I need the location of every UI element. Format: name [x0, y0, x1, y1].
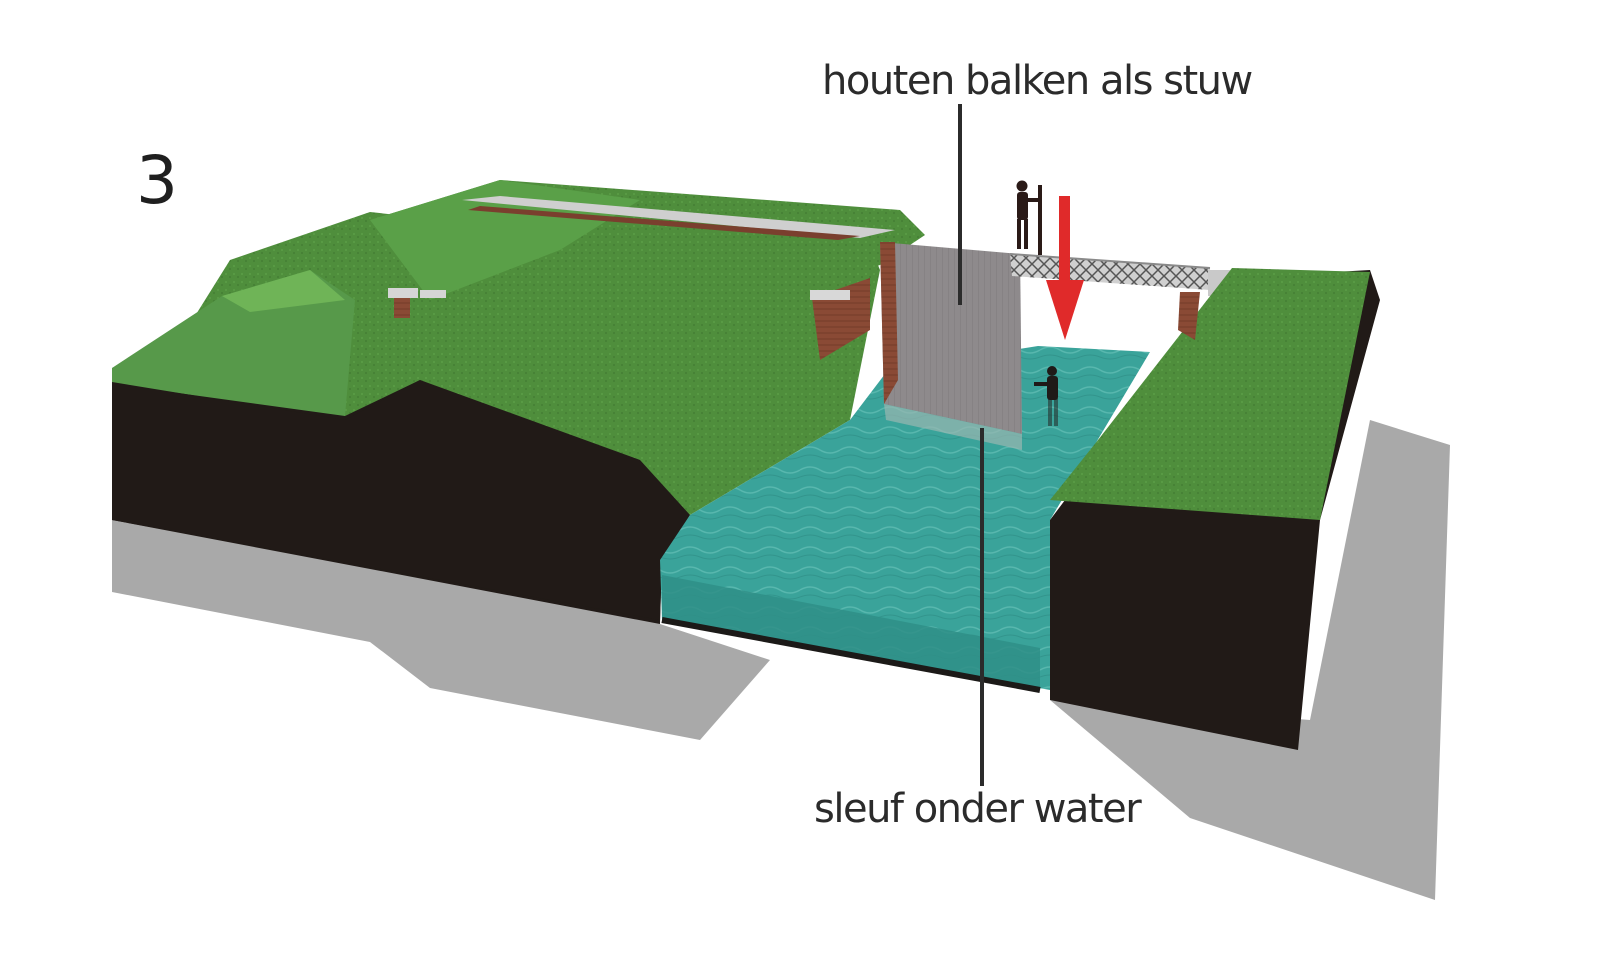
wooden-beams-weir [880, 242, 1022, 450]
right-embankment [1050, 268, 1380, 750]
wooden-beams-weir-label: houten balken als stuw [822, 58, 1253, 104]
left-embankment [112, 180, 925, 624]
person-on-bridge-icon [1016, 180, 1042, 255]
person-in-water-icon [1034, 366, 1058, 426]
slot-under-water-label: sleuf onder water [814, 786, 1142, 832]
bridge [1009, 253, 1230, 296]
water-channel [660, 346, 1150, 693]
down-arrow-icon [1046, 196, 1084, 340]
step-number: 3 [136, 142, 178, 219]
